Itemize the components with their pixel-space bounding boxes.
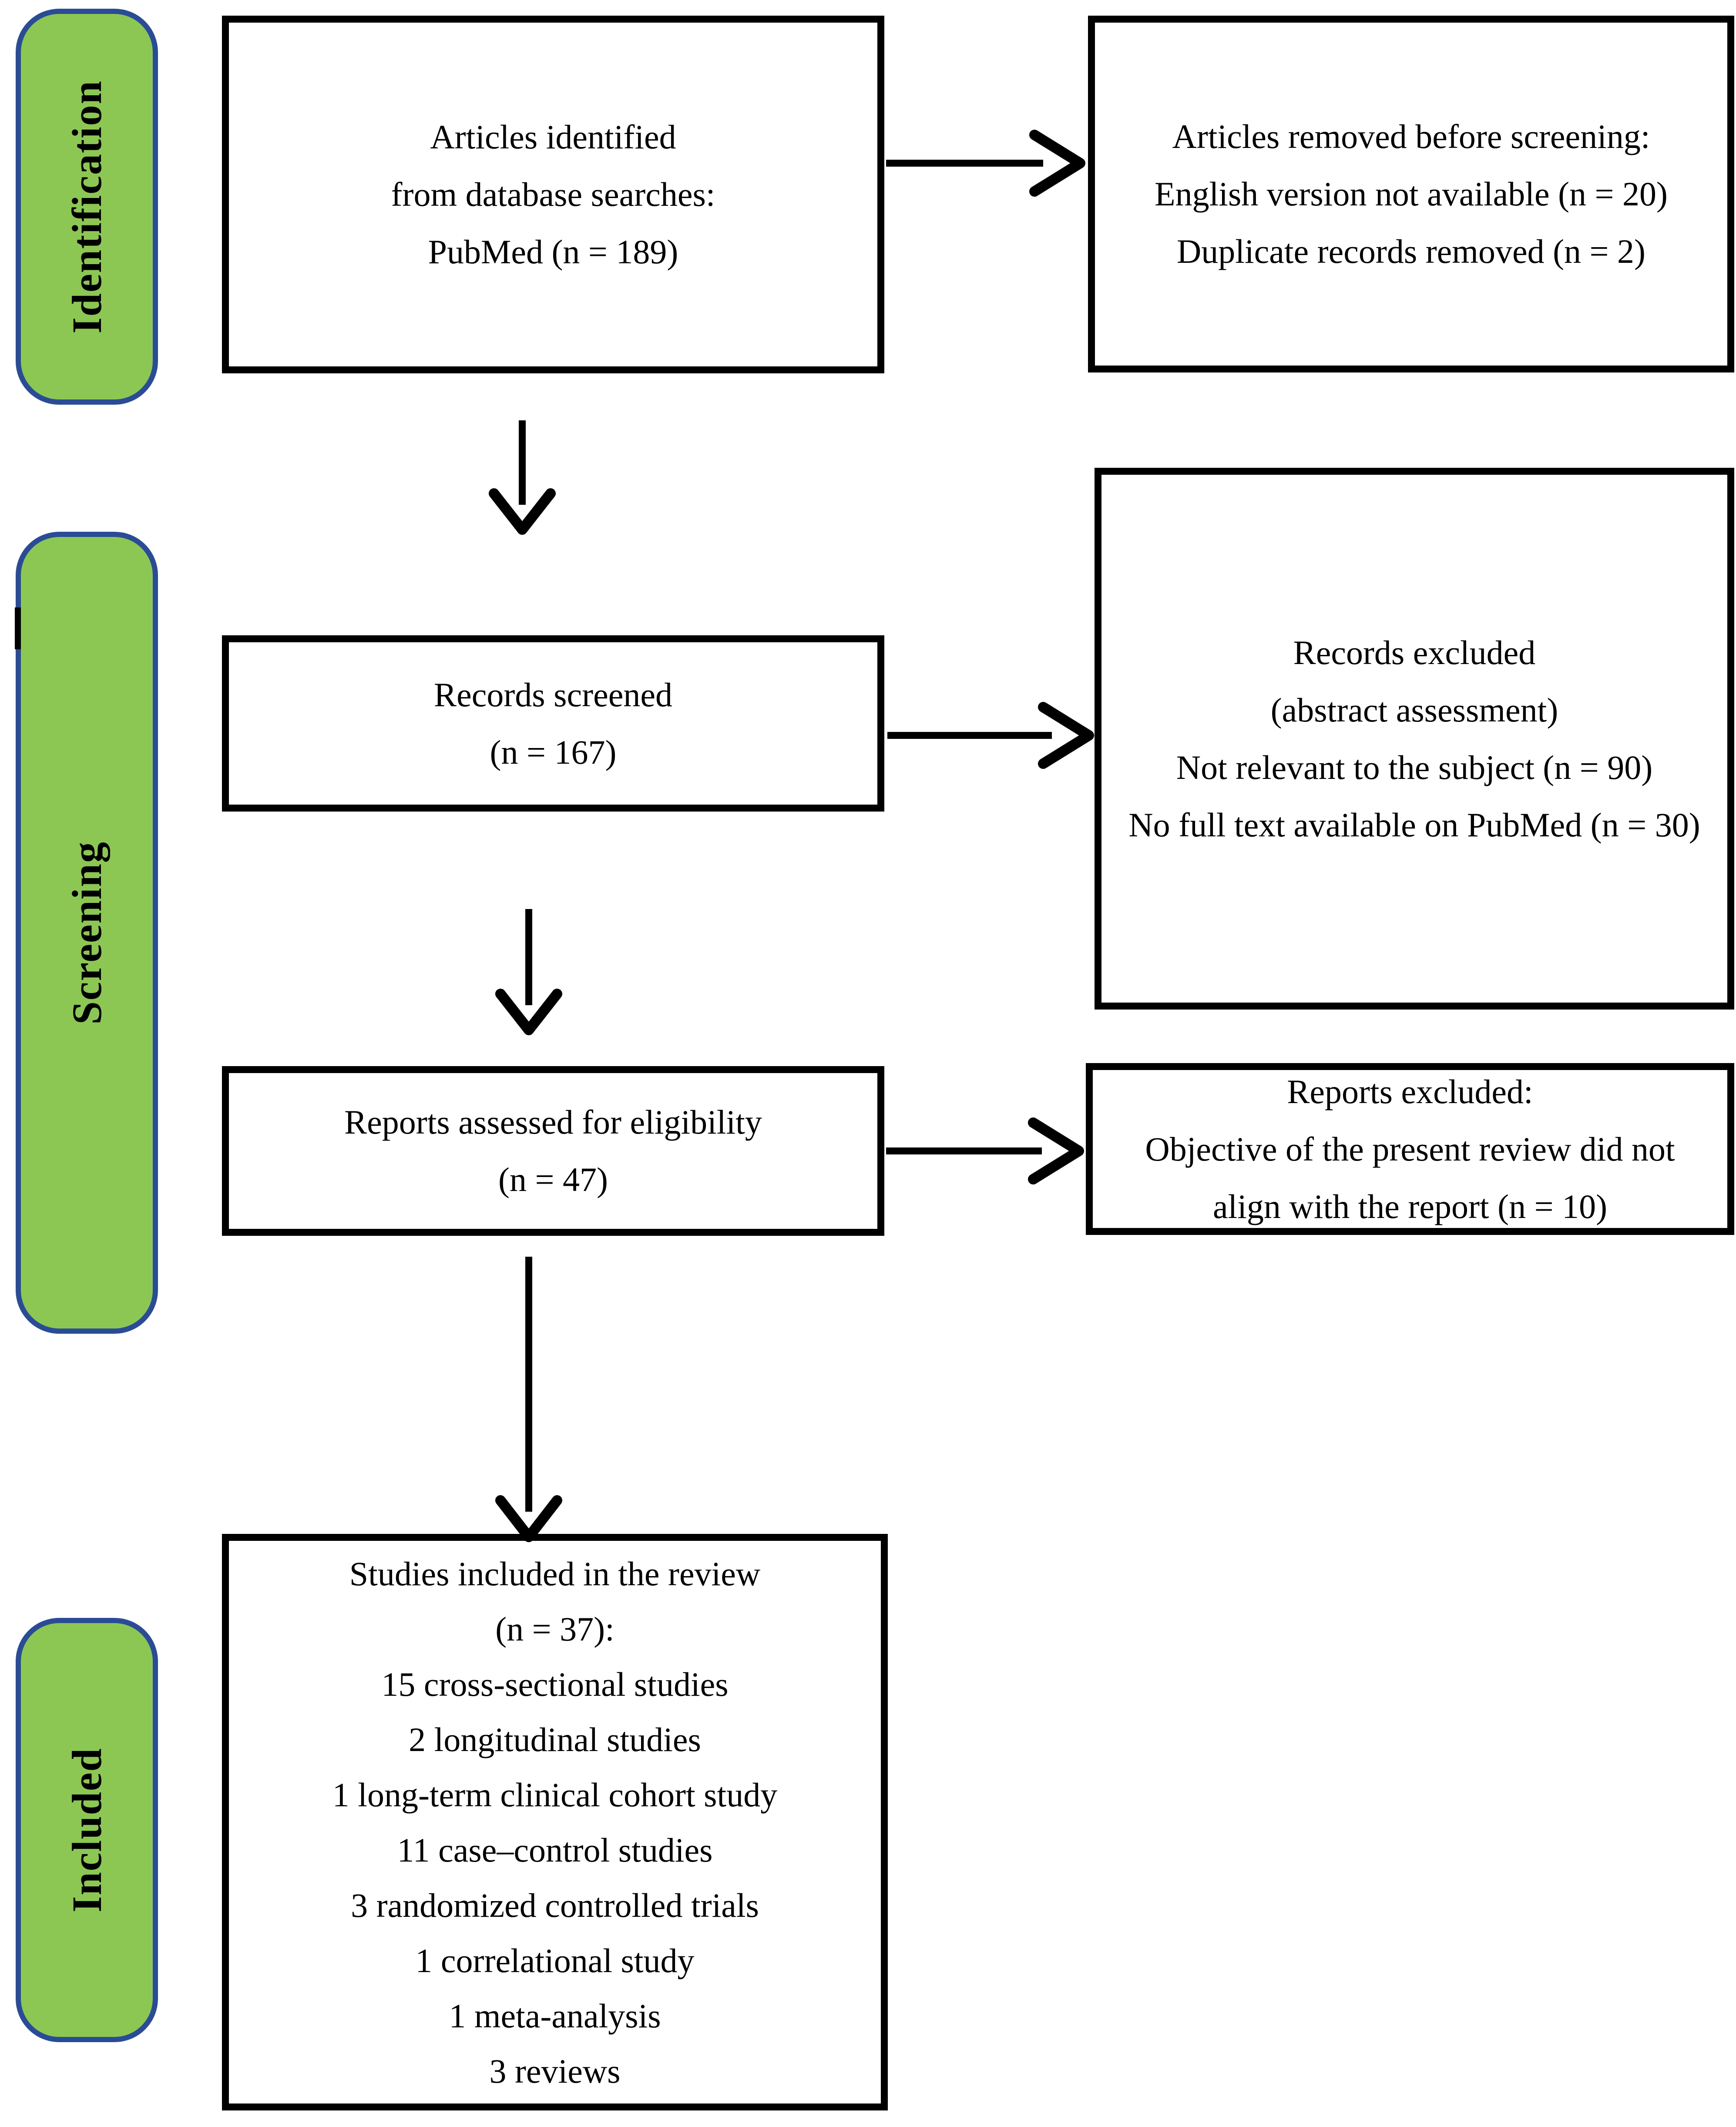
box-line: 11 case–control studies xyxy=(397,1831,713,1869)
box-line: 1 correlational study xyxy=(415,1941,695,1979)
box-line: Objective of the present review did not xyxy=(1145,1130,1675,1168)
arrow-screened-to-excluded xyxy=(887,702,1094,769)
box-line: 1 long-term clinical cohort study xyxy=(332,1775,778,1814)
box-line: 3 reviews xyxy=(489,2052,621,2090)
box-line: PubMed (n = 189) xyxy=(428,233,678,271)
box-line: Duplicate records removed (n = 2) xyxy=(1176,232,1646,270)
arrow-identified-to-removed xyxy=(886,130,1085,197)
box-line: Articles removed before screening: xyxy=(1172,117,1650,155)
box-line: English version not available (n = 20) xyxy=(1154,175,1668,213)
box-line: from database searches: xyxy=(391,175,715,213)
box-line: 1 meta-analysis xyxy=(449,1996,661,2035)
stage-identification-label: Identification xyxy=(64,80,110,334)
box-line: Records excluded xyxy=(1293,633,1536,671)
box-articles-identified: Articles identified from database search… xyxy=(222,16,884,373)
stage-included: Included xyxy=(16,1618,158,2042)
box-studies-included: Studies included in the review (n = 37):… xyxy=(222,1534,888,2110)
box-line: align with the report (n = 10) xyxy=(1212,1187,1608,1225)
box-line: (n = 47) xyxy=(498,1161,608,1198)
box-line: (n = 37): xyxy=(495,1610,614,1648)
box-line: No full text available on PubMed (n = 30… xyxy=(1128,805,1700,844)
box-reports-excluded: Reports excluded: Objective of the prese… xyxy=(1086,1063,1734,1235)
stray-tick-mark xyxy=(15,607,21,649)
stage-included-label: Included xyxy=(64,1748,110,1912)
box-records-screened: Records screened (n = 167) xyxy=(222,635,884,812)
stage-screening-label: Screening xyxy=(64,841,110,1025)
arrow-identified-to-screened xyxy=(489,420,556,535)
box-line: Records screened xyxy=(434,675,672,714)
box-line: Reports assessed for eligibility xyxy=(344,1103,762,1141)
arrow-screened-to-assessed xyxy=(495,909,562,1035)
box-line: Not relevant to the subject (n = 90) xyxy=(1176,748,1653,786)
arrow-assessed-to-included xyxy=(495,1257,562,1542)
box-line: Articles identified xyxy=(430,118,676,156)
box-reports-assessed: Reports assessed for eligibility (n = 47… xyxy=(222,1066,884,1236)
box-line: 2 longitudinal studies xyxy=(409,1720,701,1758)
box-line: Studies included in the review xyxy=(349,1554,761,1593)
stage-identification: Identification xyxy=(16,9,158,405)
box-articles-removed: Articles removed before screening: Engli… xyxy=(1088,16,1734,372)
box-line: 15 cross-sectional studies xyxy=(381,1665,729,1703)
box-line: Reports excluded: xyxy=(1287,1072,1533,1110)
box-line: (n = 167) xyxy=(490,733,617,771)
box-records-excluded: Records excluded (abstract assessment) N… xyxy=(1095,468,1734,1010)
box-line: (abstract assessment) xyxy=(1270,691,1558,729)
box-line: 3 randomized controlled trials xyxy=(351,1886,759,1924)
arrow-assessed-to-excluded xyxy=(886,1117,1084,1184)
stage-screening: Screening xyxy=(16,532,158,1334)
